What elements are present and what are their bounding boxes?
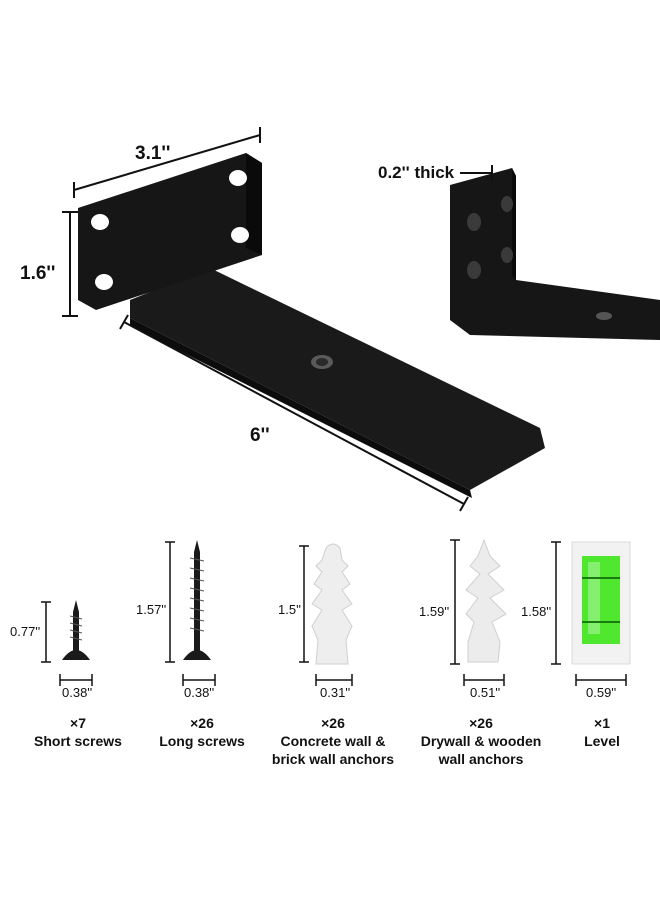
short-screw-height: 0.77'' [10,624,41,639]
caption-long-screws: ×26 Long screws [142,714,262,750]
drywall-anchor-icon [465,538,507,663]
caption-level: ×1 Level [560,714,644,750]
level-icon [571,541,631,665]
item-name-line1: Drywall & wooden [420,733,542,749]
hole-icon [229,170,247,186]
short-screw-width: 0.38'' [62,685,93,700]
drywall-anchor-width: 0.51'' [470,685,501,700]
caption-short-screws: ×7 Short screws [18,714,138,750]
bracket-main [78,153,545,498]
dimension-lines [62,127,469,512]
length-dimension-label: 6'' [250,425,270,446]
item-name-line2: brick wall anchors [271,751,395,767]
item-name-line2: wall anchors [438,751,524,767]
hole-icon [95,274,113,290]
hole-icon [91,214,109,230]
long-screw-width: 0.38'' [184,685,215,700]
qty: ×7 [70,715,86,731]
width-dimension-label: 3.1'' [135,143,171,164]
height-dimension-label: 1.6'' [20,263,56,284]
item-name-line1: Concrete wall & [280,733,386,749]
item-name: Level [584,733,620,749]
concrete-anchor-height: 1.5'' [278,602,302,617]
drywall-anchor-height: 1.59'' [419,604,450,619]
qty: ×26 [469,715,493,731]
accessory-dimension-lines [41,539,627,686]
long-screw-icon [183,540,211,660]
level-width: 0.59'' [586,685,617,700]
hole-icon [231,227,249,243]
concrete-anchor-width: 0.31'' [320,685,351,700]
qty: ×26 [321,715,345,731]
qty: ×26 [190,715,214,731]
thickness-marker [460,165,493,181]
bracket-side [450,168,660,340]
long-screw-height: 1.57'' [136,602,167,617]
thickness-label: 0.2'' thick [378,163,455,182]
caption-concrete-anchors: ×26 Concrete wall & brick wall anchors [262,714,404,768]
item-name: Short screws [34,733,122,749]
level-height: 1.58'' [521,604,552,619]
item-name: Long screws [159,733,245,749]
qty: ×1 [594,715,610,731]
concrete-anchor-icon [311,543,353,665]
caption-drywall-anchors: ×26 Drywall & wooden wall anchors [408,714,554,768]
short-screw-icon [62,600,90,660]
